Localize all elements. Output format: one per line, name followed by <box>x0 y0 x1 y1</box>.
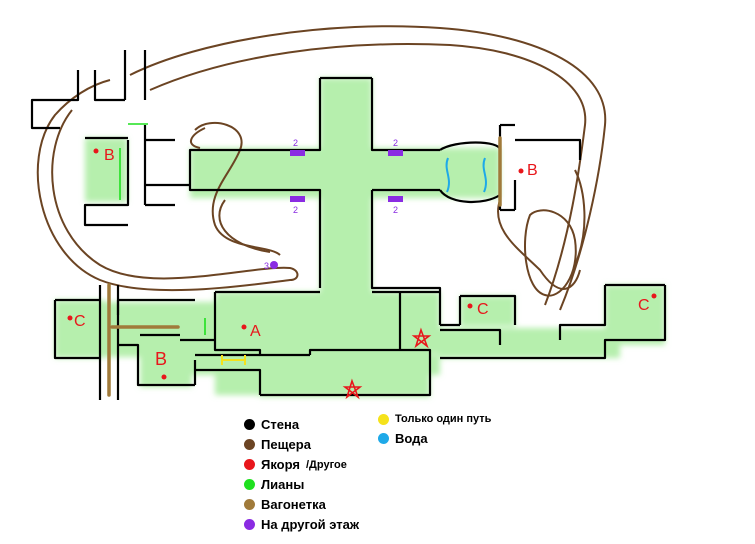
legend-item-anchors: Якоря /Другое <box>244 457 347 472</box>
legend-item-vines: Лианы <box>244 477 304 492</box>
floor-number-marker: 2 <box>393 138 398 148</box>
room-label-b: B <box>104 147 115 164</box>
legend-item-cart: Вагонетка <box>244 497 326 512</box>
cave-paths <box>36 25 607 311</box>
floor-number-marker: 2 <box>293 205 298 215</box>
room-label-b: B <box>155 349 167 369</box>
star-markers <box>342 327 432 400</box>
stairs-markers <box>270 150 403 269</box>
cart-tracks <box>107 136 502 397</box>
floor-number-marker: 2 <box>293 138 298 148</box>
legend-item-stairs: На другой этаж <box>244 517 359 532</box>
floor-number-marker: 3 <box>264 261 269 271</box>
legend-dot <box>378 433 389 444</box>
room-label-c: C <box>638 297 650 314</box>
room-label-a: A <box>250 323 261 340</box>
floor-number-marker: 2 <box>393 205 398 215</box>
legend-label: Лианы <box>261 477 305 492</box>
room-label-c: C <box>477 301 489 318</box>
legend-item-water: Вода <box>378 431 428 446</box>
legend-dot <box>378 413 389 425</box>
legend-label-extra: /Другое <box>305 458 347 471</box>
legend-dot <box>244 419 255 430</box>
legend-dot <box>244 519 255 530</box>
legend-dot <box>244 459 255 470</box>
water-markers <box>445 157 487 193</box>
legend-label: Только один путь <box>395 413 492 425</box>
legend-dot <box>244 499 255 510</box>
legend-item-cave: Пещера <box>244 437 311 452</box>
room-label-c: C <box>74 313 86 330</box>
room-label-b: B <box>527 162 538 179</box>
legend-item-one-way: Только один путь <box>378 413 491 425</box>
anchor-markers <box>67 148 657 380</box>
legend-label: Стена <box>261 417 300 432</box>
legend-item-wall: Стена <box>244 417 299 432</box>
legend-label: Якоря <box>261 457 300 472</box>
one-way-marker <box>221 355 246 365</box>
legend-dot <box>244 479 255 490</box>
legend-label: На другой этаж <box>261 517 360 532</box>
legend-label: Вода <box>395 431 428 446</box>
legend-label: Вагонетка <box>261 497 326 512</box>
legend-dot <box>244 439 255 450</box>
vines <box>119 123 206 335</box>
legend-label: Пещера <box>261 437 311 452</box>
walls <box>30 50 667 400</box>
